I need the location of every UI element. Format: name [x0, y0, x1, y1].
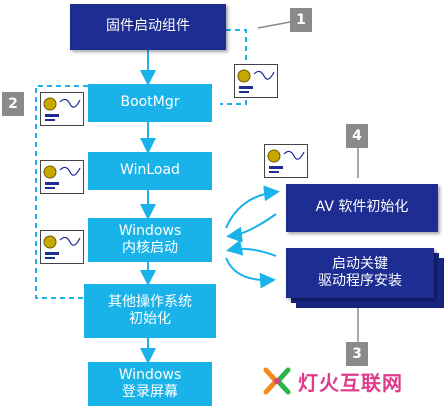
- kernel-start-label-line1: Windows: [118, 222, 182, 239]
- kernel-start-box: Windows 内核启动: [88, 218, 212, 262]
- callout-badge-2: 2: [2, 92, 24, 116]
- other-os-init-label-line2: 初始化: [129, 311, 171, 327]
- winload-box: WinLoad: [88, 152, 212, 190]
- dashed-bracket-2: [35, 85, 88, 299]
- critical-driver-label-line1: 启动关键: [332, 255, 388, 272]
- critical-driver-label-line2: 驱动程序安装: [318, 273, 402, 289]
- certificate-icon: [40, 160, 84, 194]
- brand-name: 灯火互联网: [298, 370, 403, 395]
- kernel-start-label-line2: 内核启动: [122, 240, 178, 256]
- bootmgr-box: BootMgr: [88, 84, 212, 122]
- brand-watermark: 灯火互联网: [262, 366, 403, 396]
- windows-login-label-line1: Windows: [118, 366, 182, 383]
- certificate-icon: [40, 230, 84, 264]
- windows-login-label-line2: 登录屏幕: [122, 384, 178, 400]
- av-init-label: AV 软件初始化: [315, 199, 409, 216]
- brand-x-logo-icon: [263, 367, 291, 395]
- certificate-icon: [40, 92, 84, 126]
- winload-label: WinLoad: [120, 162, 180, 179]
- callout-badge-4: 4: [346, 124, 368, 148]
- callout-badge-1: 1: [290, 8, 312, 32]
- bootmgr-label: BootMgr: [120, 94, 180, 111]
- certificate-icon: [234, 64, 278, 98]
- certificate-icon: [264, 144, 308, 178]
- firmware-boot-box: 固件启动组件: [70, 4, 226, 50]
- other-os-init-box: 其他操作系统 初始化: [84, 284, 216, 338]
- av-init-box: AV 软件初始化: [286, 184, 438, 232]
- windows-login-box: Windows 登录屏幕: [88, 362, 212, 406]
- firmware-boot-label: 固件启动组件: [106, 18, 190, 35]
- critical-driver-install-box: 启动关键 驱动程序安装: [286, 248, 434, 298]
- callout-badge-3: 3: [346, 342, 368, 366]
- other-os-init-label-line1: 其他操作系统: [108, 293, 192, 310]
- cycle-arrows-icon: [225, 185, 280, 289]
